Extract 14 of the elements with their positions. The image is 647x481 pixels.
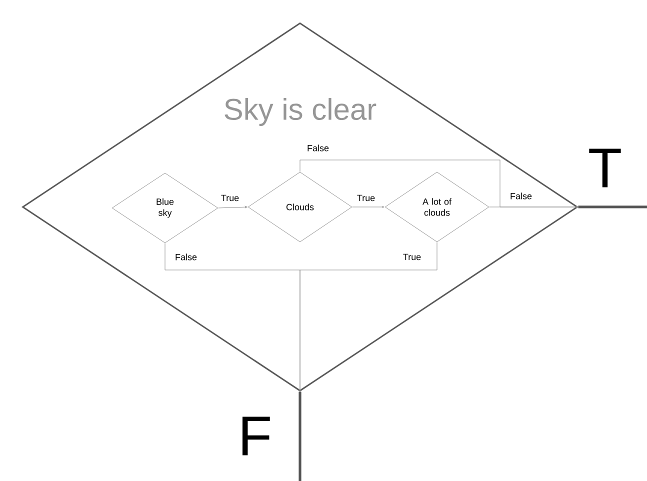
edge-label: False — [176, 254, 197, 260]
arrow — [352, 206, 384, 208]
arrow — [489, 206, 578, 208]
outcome-letter: T — [589, 148, 621, 188]
edge-label: True — [357, 194, 375, 202]
connector-line — [298, 392, 302, 481]
edge-label: True — [221, 194, 239, 202]
edge-label: False — [510, 192, 532, 200]
outcome-letter: F — [242, 416, 270, 456]
arrow — [299, 242, 438, 392]
arrow — [218, 206, 248, 208]
edge-label: True — [403, 254, 421, 260]
connector-line — [578, 206, 647, 208]
edge-label: False — [308, 144, 329, 152]
